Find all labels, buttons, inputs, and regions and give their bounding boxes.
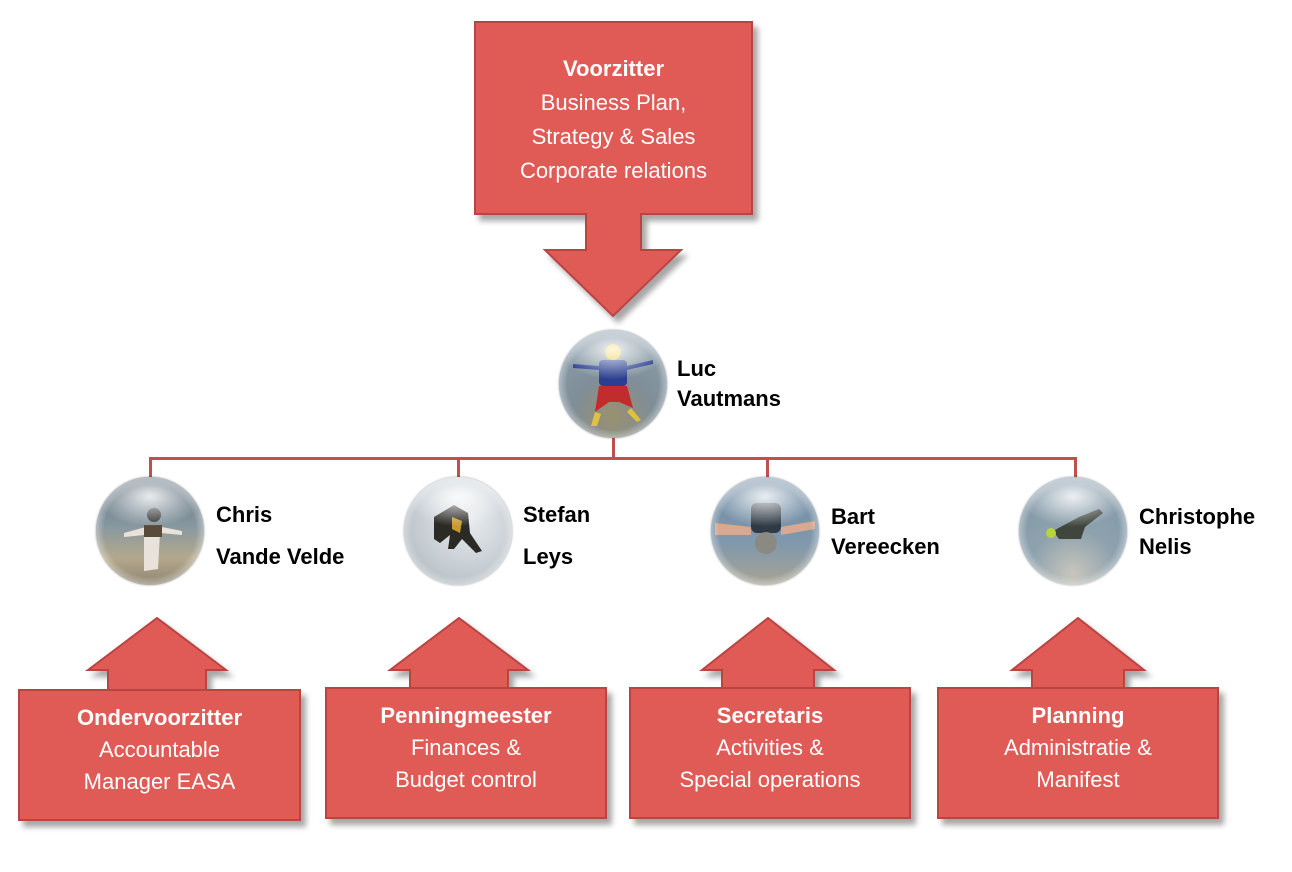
avatar-gloss	[404, 477, 512, 585]
avatar-gloss	[711, 477, 819, 585]
role-box-member-1: Ondervoorzitter Accountable Manager EASA	[19, 702, 300, 798]
connector-drop-3	[766, 457, 769, 479]
role-title: Secretaris	[716, 703, 824, 728]
role-box-member-4: Planning Administratie & Manifest	[938, 700, 1218, 796]
top-role-line: Strategy & Sales	[531, 124, 696, 149]
role-line: Administratie &	[1004, 735, 1152, 760]
person-name-member-2: Stefan Leys	[523, 494, 590, 578]
avatar-member-1	[96, 477, 204, 585]
person-name-member-3: Bart Vereecken	[831, 502, 940, 562]
person-first-name: Stefan	[523, 502, 591, 527]
role-line: Finances &	[410, 735, 522, 760]
person-first-name: Luc	[677, 356, 717, 381]
connector-trunk	[612, 436, 615, 460]
role-line: Special operations	[679, 767, 861, 792]
top-role-line: Business Plan,	[540, 90, 687, 115]
person-name-member-1: Chris Vande Velde	[216, 494, 344, 578]
role-line: Accountable	[98, 737, 221, 762]
avatar-member-4	[1019, 477, 1127, 585]
avatar-member-2	[404, 477, 512, 585]
connector-horizontal	[149, 457, 1077, 460]
role-box-member-3: Secretaris Activities & Special operatio…	[630, 700, 910, 796]
role-line: Manifest	[1036, 767, 1120, 792]
connector-drop-1	[149, 457, 152, 479]
role-line: Activities &	[716, 735, 824, 760]
person-last-name: Vereecken	[831, 534, 940, 559]
person-first-name: Bart	[831, 504, 876, 529]
connector-drop-2	[457, 457, 460, 479]
connector-drop-4	[1074, 457, 1077, 479]
avatar-gloss	[96, 477, 204, 585]
person-name-member-4: Christophe Nelis	[1139, 502, 1255, 562]
role-title: Penningmeester	[380, 703, 552, 728]
person-last-name: Leys	[523, 544, 574, 569]
person-last-name: Vande Velde	[216, 544, 345, 569]
role-box-member-2: Penningmeester Finances & Budget control	[326, 700, 606, 796]
top-role-line: Corporate relations	[519, 158, 708, 183]
top-role-box: Voorzitter Business Plan, Strategy & Sal…	[475, 52, 752, 188]
person-last-name: Nelis	[1139, 534, 1192, 559]
avatar-gloss	[559, 330, 667, 438]
role-line: Manager EASA	[83, 769, 236, 794]
top-role-title: Voorzitter	[562, 56, 665, 81]
role-title: Planning	[1031, 703, 1125, 728]
role-title: Ondervoorzitter	[76, 705, 243, 730]
avatar-top-person	[559, 330, 667, 438]
person-first-name: Christophe	[1139, 504, 1256, 529]
person-first-name: Chris	[216, 502, 273, 527]
person-last-name: Vautmans	[677, 386, 781, 411]
person-name-top: Luc Vautmans	[677, 354, 781, 414]
role-line: Budget control	[395, 767, 537, 792]
avatar-member-3	[711, 477, 819, 585]
avatar-gloss	[1019, 477, 1127, 585]
